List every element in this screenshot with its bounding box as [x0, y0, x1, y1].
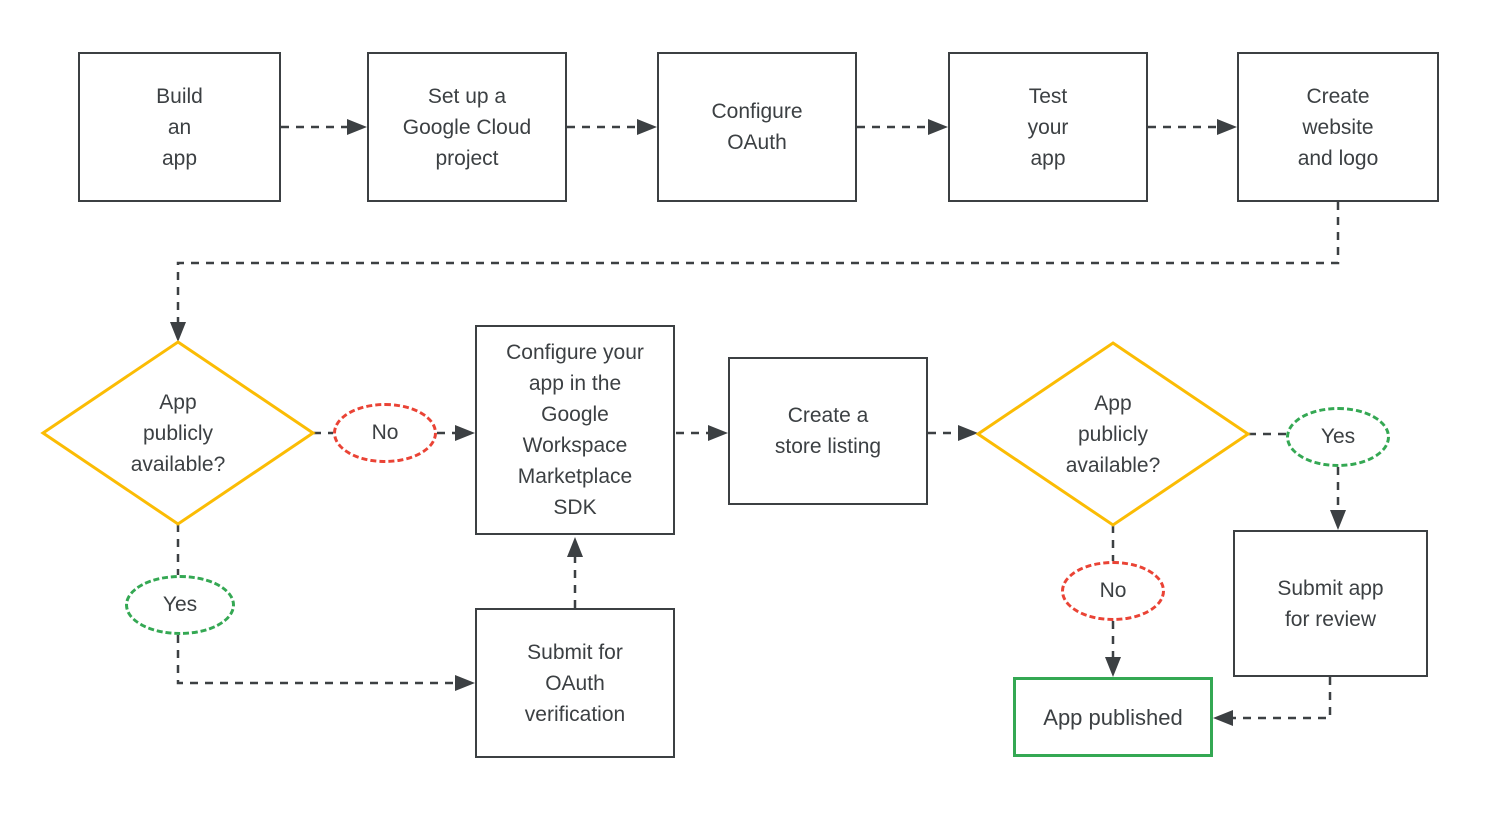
edge-label-no-right: No: [1061, 561, 1165, 621]
edge-label-yes-left: Yes: [125, 575, 235, 635]
step-app-published: App published: [1013, 677, 1213, 757]
step-submit-app-review: Submit app for review: [1233, 530, 1428, 677]
decision-diamond-right: [975, 341, 1251, 527]
step-build-app: Build an app: [78, 52, 281, 202]
decision-label-app-publicly-available-left: App publicly available?: [130, 390, 226, 476]
step-setup-cloud-project: Set up a Google Cloud project: [367, 52, 567, 202]
decision-diamond-left: [40, 340, 316, 526]
edge-label-yes-right: Yes: [1286, 407, 1390, 467]
connector-submit-review-to-published: [1213, 677, 1332, 726]
edge-label-no-left: No: [333, 403, 437, 463]
decision-label-app-publicly-available-right: App publicly available?: [1065, 391, 1161, 477]
step-create-store-listing: Create a store listing: [728, 357, 928, 505]
step-submit-oauth-verification: Submit for OAuth verification: [475, 608, 675, 758]
step-create-website-logo: Create website and logo: [1237, 52, 1439, 202]
step-configure-oauth: Configure OAuth: [657, 52, 857, 202]
connector-yes-to-submit-oauth: [176, 635, 475, 691]
connector-website-to-decision-left: [170, 202, 1340, 342]
step-test-app: Test your app: [948, 52, 1148, 202]
step-configure-marketplace-sdk: Configure your app in the Google Workspa…: [475, 325, 675, 535]
